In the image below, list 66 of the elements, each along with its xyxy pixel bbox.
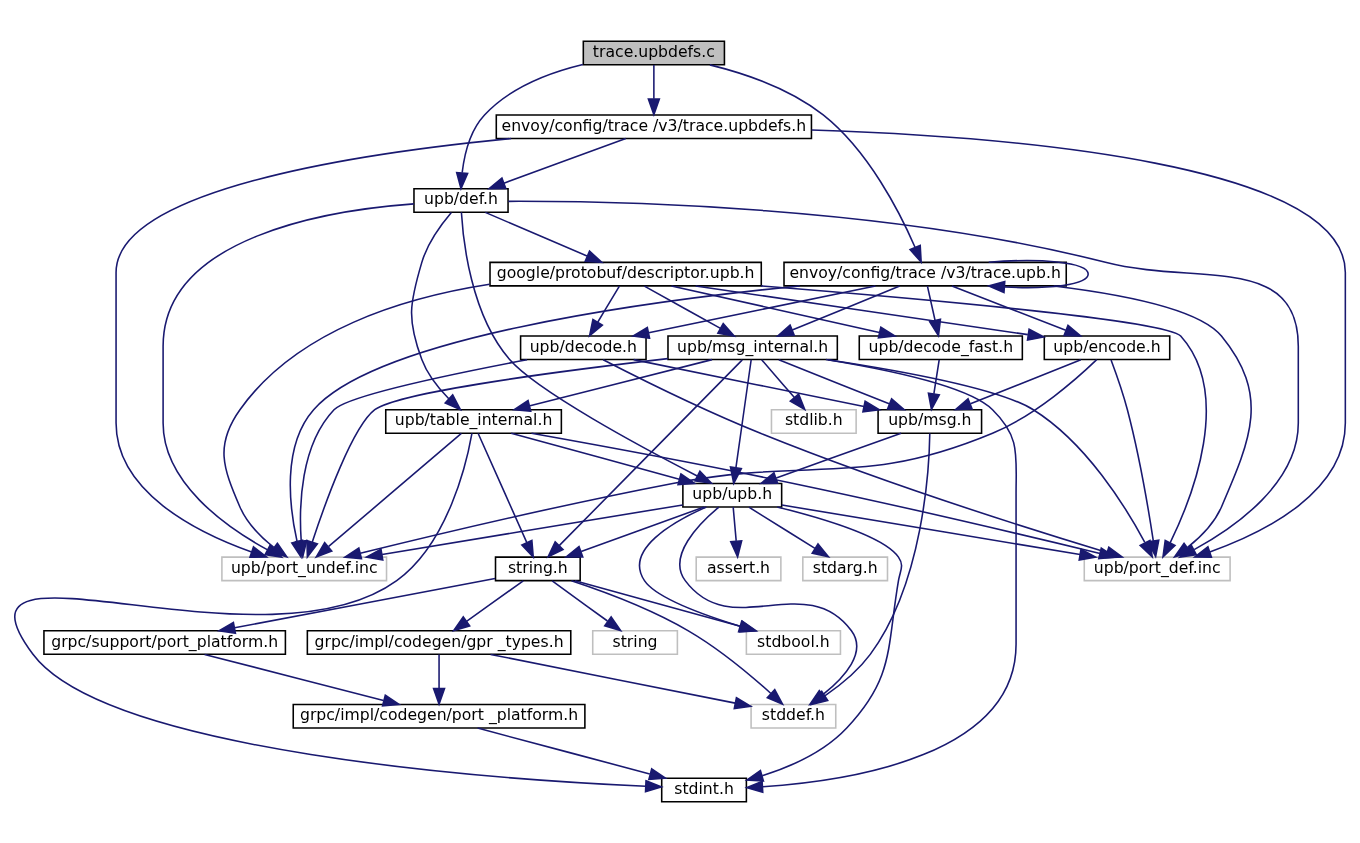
arrow bbox=[781, 504, 1098, 561]
arrow bbox=[451, 580, 525, 632]
arrow bbox=[927, 359, 941, 412]
arrow bbox=[729, 506, 743, 560]
arrow bbox=[588, 285, 621, 338]
arrow bbox=[294, 358, 528, 560]
arrow bbox=[643, 285, 737, 338]
arrow bbox=[953, 359, 1082, 411]
arrow bbox=[15, 432, 664, 793]
arrow bbox=[511, 358, 713, 413]
node-box: grpc/support/port_platform.h bbox=[43, 630, 287, 656]
node-box: string bbox=[591, 630, 679, 656]
node-box: upb/def.h bbox=[413, 187, 509, 213]
arrow bbox=[489, 653, 754, 710]
arrow bbox=[486, 137, 627, 190]
arrow bbox=[775, 285, 901, 337]
node-box: upb/encode.h bbox=[1043, 335, 1171, 361]
node-box: upb/msg.h bbox=[877, 408, 983, 435]
arrow bbox=[432, 653, 446, 707]
arrow bbox=[364, 504, 684, 561]
node-box: upb/table_internal.h bbox=[384, 408, 563, 435]
node-box: stdbool.h bbox=[745, 630, 842, 656]
node-box: string.h bbox=[494, 556, 581, 582]
node-box: upb/port_def.inc bbox=[1083, 556, 1231, 582]
arrow bbox=[410, 211, 463, 412]
node-box: stdarg.h bbox=[802, 556, 889, 582]
arrow bbox=[563, 506, 705, 558]
arrow bbox=[986, 259, 1089, 294]
arrow bbox=[778, 359, 907, 411]
node-box: assert.h bbox=[695, 556, 782, 582]
arrow bbox=[748, 506, 831, 559]
node-box: upb/upb.h bbox=[682, 482, 783, 508]
arrow bbox=[760, 359, 807, 412]
arrow bbox=[744, 506, 903, 782]
arrow bbox=[744, 358, 1018, 794]
node-box: trace.upbdefs.c bbox=[582, 40, 726, 66]
node-box: envoy/config/trace /v3/trace.upb.h bbox=[783, 261, 1068, 287]
node-box: upb/decode.h bbox=[519, 335, 647, 361]
node-box: stdlib.h bbox=[770, 408, 857, 435]
node-box: stdint.h bbox=[660, 777, 748, 803]
arrow bbox=[306, 357, 669, 560]
arrow bbox=[477, 432, 535, 560]
arrow bbox=[510, 432, 697, 486]
node-box: upb/port_undef.inc bbox=[221, 556, 388, 582]
node-box: envoy/config/trace /v3/trace.upbdefs.h bbox=[495, 114, 813, 140]
arrow bbox=[455, 63, 584, 191]
node-box: google/protobuf/descriptor.upb.h bbox=[489, 261, 763, 287]
node-box: grpc/impl/codegen/gpr _types.h bbox=[306, 630, 572, 656]
arrow bbox=[570, 580, 785, 706]
arrow bbox=[476, 727, 668, 781]
arrow bbox=[551, 580, 623, 632]
node-box: upb/msg_internal.h bbox=[667, 335, 839, 361]
arrow bbox=[709, 64, 923, 265]
arrow bbox=[216, 577, 496, 635]
arrow bbox=[314, 432, 463, 559]
arrow bbox=[342, 358, 1098, 560]
arrow bbox=[630, 285, 877, 340]
arrow bbox=[647, 64, 661, 118]
arrow bbox=[484, 211, 604, 264]
arrow bbox=[951, 285, 1083, 337]
arrow bbox=[203, 653, 402, 707]
arrow bbox=[632, 358, 882, 413]
arrow bbox=[670, 285, 898, 339]
node-box: upb/decode_fast.h bbox=[858, 335, 1024, 361]
node-box: grpc/impl/codegen/port _platform.h bbox=[292, 703, 586, 729]
node-box: stddef.h bbox=[750, 703, 837, 729]
